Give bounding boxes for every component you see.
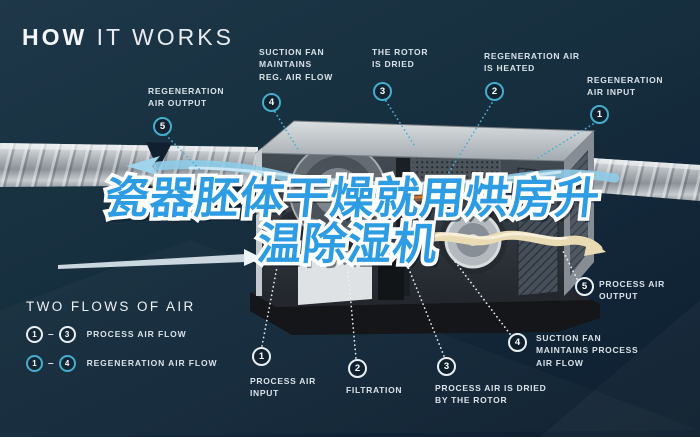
legend-heading: TWO FLOWS OF AIR (26, 299, 196, 314)
page-title: HOW IT WORKS (22, 24, 234, 51)
badge-process-3: 3 (437, 357, 456, 376)
control-box (298, 257, 372, 305)
badge-regeneration-4: 4 (262, 93, 281, 112)
legend-circle-to: 4 (58, 354, 76, 372)
process-input-airflow-arrow (58, 249, 262, 269)
duct-joint-notch (146, 142, 172, 170)
legend-circle-to: 3 (58, 325, 76, 343)
legend-circle-from: 1 (26, 354, 43, 372)
badge-process-2: 2 (348, 359, 367, 378)
callout-rotor-is-dried: THE ROTOR IS DRIED (372, 47, 429, 70)
process-output-airflow-arrow (415, 230, 606, 256)
callout-regeneration-air-input: REGENERATION AIR INPUT (587, 75, 664, 98)
regeneration-leader-lines (165, 100, 594, 177)
process-leader-lines (261, 250, 578, 359)
legend-label: PROCESS AIR FLOW (86, 329, 187, 339)
badge-regeneration-5: 5 (153, 117, 172, 136)
badge-process-5: 5 (575, 277, 594, 296)
badge-regeneration-3: 3 (373, 82, 392, 101)
badge-process-1: 1 (252, 347, 271, 366)
left-duct (0, 142, 258, 187)
legend-dash: – (48, 328, 54, 340)
callout-regeneration-air-heated: REGENERATION AIR IS HEATED (484, 51, 580, 74)
right-duct (576, 157, 700, 201)
legend-row-process: 1 – 3 PROCESS AIR FLOW (26, 325, 217, 343)
airflow-legend: TWO FLOWS OF AIR 1 – 3 PROCESS AIR FLOW … (26, 299, 217, 372)
frame-column (378, 248, 404, 300)
title-light: IT WORKS (87, 24, 234, 50)
callout-suction-fan-regeneration: SUCTION FAN MAINTAINS REG. AIR FLOW (259, 47, 333, 82)
legend-circle-from: 1 (26, 325, 43, 343)
legend-dash: – (48, 357, 54, 369)
legend-row-regeneration: 1 – 4 REGENERATION AIR FLOW (26, 354, 217, 372)
callout-process-air-dried: PROCESS AIR IS DRIED BY THE ROTOR (435, 383, 547, 406)
dehumidifier-unit (250, 120, 600, 335)
callout-regeneration-air-output: REGENERATION AIR OUTPUT (148, 86, 225, 109)
legend-label: REGENERATION AIR FLOW (86, 358, 218, 368)
badge-regeneration-2: 2 (485, 82, 504, 101)
badge-process-4: 4 (508, 333, 527, 352)
callout-process-air-input: PROCESS AIR INPUT (250, 376, 316, 399)
callout-suction-fan-process: SUCTION FAN MAINTAINS PROCESS AIR FLOW (536, 333, 639, 368)
badge-regeneration-1: 1 (590, 105, 609, 124)
callout-process-air-output: PROCESS AIR OUTPUT (599, 279, 665, 302)
title-bold: HOW (22, 24, 88, 50)
callout-filtration: FILTRATION (346, 385, 403, 395)
regeneration-airflow-arrow (126, 156, 620, 194)
